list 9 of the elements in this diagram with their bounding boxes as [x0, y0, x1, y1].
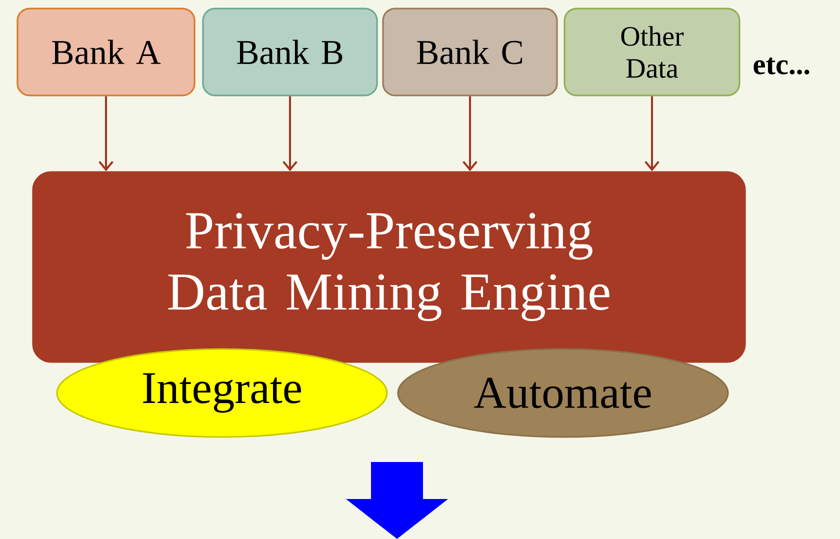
source-box: Bank B: [202, 8, 378, 96]
arrow: [98, 96, 114, 172]
arrow: [462, 96, 478, 172]
source-box: Bank C: [382, 8, 558, 96]
arrow: [644, 96, 660, 172]
source-box: Bank A: [16, 8, 196, 96]
engine-box: Privacy-Preserving Data Mining Engine: [32, 171, 746, 363]
arrow: [282, 96, 298, 172]
source-box: Other Data: [564, 8, 740, 96]
